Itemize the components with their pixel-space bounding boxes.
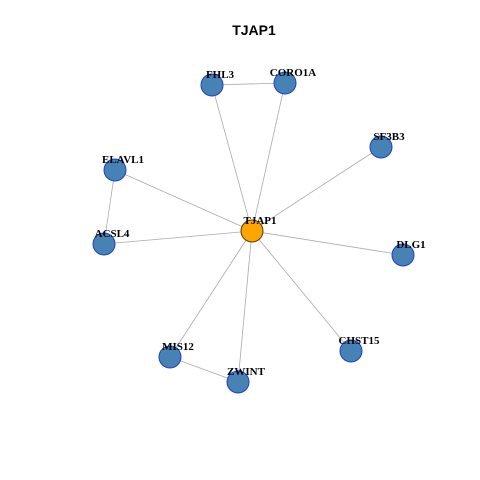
node-layer: TJAP1 FHL3 CORO1A SF3B3ELAVL1ACSL4DLG1CHST1… — [92, 67, 426, 394]
node-label: CORO1A — [270, 67, 317, 79]
node-label: MIS12 — [162, 341, 194, 353]
node-label: ZWINT — [227, 366, 266, 378]
node-circle[interactable] — [369, 135, 393, 159]
node-label: ELAVL1 — [102, 154, 144, 166]
node-coro1a[interactable]: CORO1A — [270, 67, 317, 95]
node-acsl4[interactable]: ACSL4 — [92, 228, 130, 256]
diagram-title: TJAP1 — [232, 22, 276, 38]
node-circle[interactable] — [339, 339, 363, 363]
node-tjap1[interactable]: TJAP1 — [240, 215, 277, 243]
node-circle[interactable] — [226, 370, 250, 394]
node-label: FHL3 — [206, 69, 235, 81]
node-label: TJAP1 — [244, 215, 277, 227]
edge-tjap1-coro1a — [251, 82, 286, 232]
edge-tjap1-dlg1 — [251, 230, 404, 256]
edge-tjap1-chst15 — [251, 230, 352, 352]
node-label: DLG1 — [396, 239, 425, 251]
edge-fhl3-coro1a — [211, 82, 286, 86]
node-circle[interactable] — [240, 219, 264, 243]
node-dlg1[interactable]: DLG1 — [391, 239, 426, 267]
node-circle[interactable] — [92, 232, 116, 256]
node-zwint[interactable]: ZWINT — [226, 366, 266, 394]
node-label: SF3B3 — [373, 131, 405, 143]
edge-tjap1-fhl3 — [211, 84, 253, 232]
node-label: CHST15 — [339, 335, 380, 347]
node-fhl3[interactable]: FHL3 — [200, 69, 235, 97]
edge-tjap1-sf3b3 — [251, 146, 382, 232]
node-circle[interactable] — [200, 73, 224, 97]
edge-tjap1-acsl4 — [103, 230, 253, 245]
node-elavl1[interactable]: ELAVL1 — [102, 154, 144, 182]
node-sf3b3[interactable]: SF3B3 — [369, 131, 405, 159]
node-chst15[interactable]: CHST15 — [339, 335, 380, 363]
edge-tjap1-zwint — [237, 230, 253, 383]
node-circle[interactable] — [391, 243, 415, 267]
edge-tjap1-elavl1 — [114, 169, 253, 232]
node-circle[interactable] — [158, 345, 182, 369]
edge-tjap1-mis12 — [169, 230, 253, 358]
node-mis12[interactable]: MIS12 — [158, 341, 194, 369]
node-circle[interactable] — [103, 158, 127, 182]
node-label: ACSL4 — [95, 228, 130, 240]
edge-elavl1-acsl4 — [103, 169, 116, 245]
edge-mis12-zwint — [169, 356, 239, 383]
node-circle[interactable] — [273, 71, 297, 95]
edge-layer — [103, 82, 404, 383]
